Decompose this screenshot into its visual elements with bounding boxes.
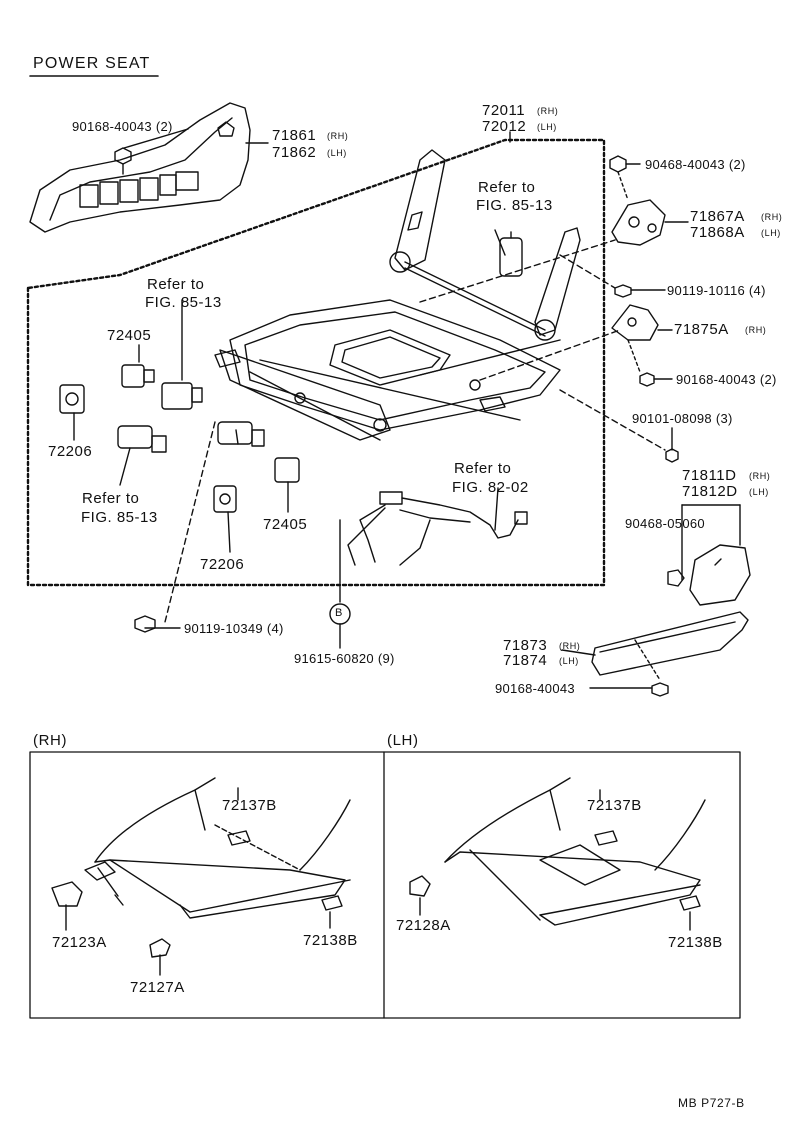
tag-rh-71875a: (RH) (745, 325, 767, 335)
fig-ref-harness: FIG. 82-02 (452, 479, 529, 496)
motor-icon-72405-a (121, 344, 155, 388)
label-hinge-71868a: 71868A (690, 224, 745, 241)
label-rh-72127a: 72127A (130, 979, 185, 996)
motor-icon-72206-a (59, 384, 85, 441)
label-frame-72012: 72012 (482, 118, 527, 135)
tag-lh-71812d: (LH) (749, 487, 769, 497)
tag-rh-71811d: (RH) (749, 471, 771, 481)
label-bolt-90119-10349: 90119-10349 (4) (184, 621, 284, 636)
screw-icon-90468 (609, 155, 641, 201)
tag-rh-71861: (RH) (327, 131, 349, 141)
tag-lh-71868a: (LH) (761, 228, 781, 238)
fig-ref-low-left: FIG. 85-13 (81, 509, 158, 526)
label-bolt-90101: 90101-08098 (3) (632, 411, 733, 426)
wire-harness (347, 487, 528, 566)
label-screw-90168-single: 90168-40043 (495, 681, 575, 696)
label-hinge-71867a: 71867A (690, 208, 745, 225)
fig-ref-top-right: FIG. 85-13 (476, 197, 553, 214)
bolt-icon-90101 (665, 427, 679, 463)
page-title: POWER SEAT (33, 55, 151, 72)
label-cover-71861: 71861 (272, 127, 317, 144)
screw-icon-90168-mid (639, 372, 673, 387)
label-shield-71812d: 71812D (682, 483, 738, 500)
bracket-icon-71875a (611, 304, 673, 373)
screw-icon-top-left (114, 147, 132, 175)
tag-lh-71874: (LH) (559, 656, 579, 666)
fig-ref-mid-left: FIG. 85-13 (145, 294, 222, 311)
motor-icon-center-upper (161, 299, 203, 410)
refer-to-mid-left: Refer to (147, 276, 205, 293)
tag-lh-71862: (LH) (327, 148, 347, 158)
tag-rh-71867a: (RH) (761, 212, 783, 222)
label-lh-72138b: 72138B (668, 934, 723, 951)
rail-cover-icon-71873 (561, 611, 749, 681)
label-bolt-90119-10116: 90119-10116 (4) (667, 283, 766, 298)
label-rh-72137b: 72137B (222, 797, 277, 814)
motor-icon-72405-b (274, 457, 300, 513)
lh-seat-outline (409, 777, 706, 931)
label-motor-72206-b: 72206 (200, 556, 245, 573)
bolt-icon-90119-10349 (134, 615, 181, 633)
label-screw-90168-top: 90168-40043 (2) (72, 119, 173, 134)
hinge-icon-71867a (611, 199, 689, 246)
seat-side-cover-71861 (29, 102, 251, 233)
label-screw-90168-mid: 90168-40043 (2) (676, 372, 777, 387)
motor-icon-72206-b (213, 485, 237, 553)
label-nut-91615: 91615-60820 (9) (294, 651, 395, 666)
label-cover-71862: 71862 (272, 144, 317, 161)
label-rail-cover-71873: 71873 (503, 637, 548, 654)
refer-to-low-left: Refer to (82, 490, 140, 507)
bolt-icon-90119-10116 (614, 284, 666, 298)
tag-rh-72011: (RH) (537, 106, 559, 116)
label-clip-90468-05060: 90468-05060 (625, 516, 705, 531)
footer-code: MB P727-B (678, 1096, 745, 1110)
motor-icon-lower-left (117, 425, 167, 486)
label-motor-72206-a: 72206 (48, 443, 93, 460)
label-motor-72405-a: 72405 (107, 327, 152, 344)
label-shield-71811d: 71811D (682, 467, 737, 484)
label-rh-72138b: 72138B (303, 932, 358, 949)
motor-icon-center-lower (217, 421, 265, 447)
label-motor-72405-b: 72405 (263, 516, 308, 533)
shield-icon-71811d (667, 504, 751, 606)
seat-frame-72011 (214, 149, 581, 441)
tag-lh-72012: (LH) (537, 122, 557, 132)
label-frame-72011: 72011 (482, 102, 526, 119)
refer-to-harness: Refer to (454, 460, 512, 477)
rh-seat-outline (51, 777, 351, 976)
label-lh-72128a: 72128A (396, 917, 451, 934)
refer-to-top-right: Refer to (478, 179, 536, 196)
label-rh-72123a: 72123A (52, 934, 107, 951)
label-bracket-71875a: 71875A (674, 321, 729, 338)
label-rail-cover-71874: 71874 (503, 652, 548, 669)
label-lh-72137b: 72137B (587, 797, 642, 814)
label-screw-90468: 90468-40043 (2) (645, 157, 746, 172)
section-lh: (LH) (387, 732, 419, 749)
tag-rh-71873: (RH) (559, 641, 581, 651)
screw-icon-90168-single (589, 682, 669, 697)
section-rh: (RH) (33, 732, 68, 749)
marker-b: B (335, 607, 343, 619)
